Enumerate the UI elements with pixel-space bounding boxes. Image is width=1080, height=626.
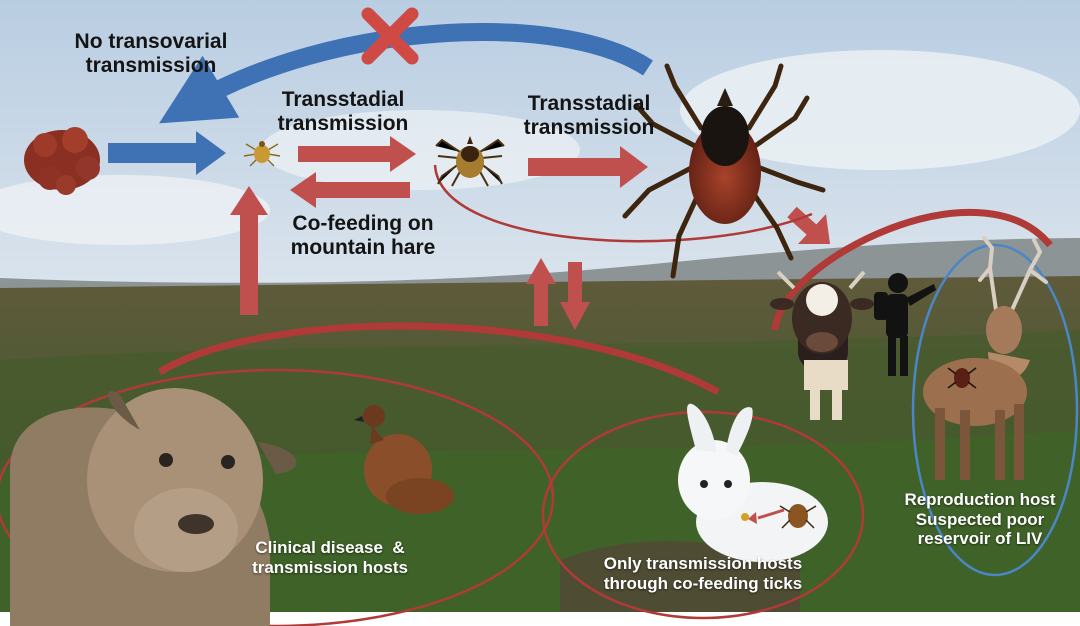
transstadial-label-2-line1: Transstadial xyxy=(508,92,670,116)
cofeeding-label: Co-feeding on mountain hare xyxy=(268,212,458,260)
clinical-hosts-label: Clinical disease & transmission hosts xyxy=(230,538,430,577)
reproduction-host-label-line2: Suspected poor xyxy=(880,510,1080,530)
reproduction-host-label-line1: Reproduction host xyxy=(880,490,1080,510)
no-transovarial-label-line1: No transovarial xyxy=(56,30,246,54)
transstadial-label-1: Transstadial transmission xyxy=(262,88,424,136)
reproduction-host-label-line3: reservoir of LIV xyxy=(880,529,1080,549)
cofeeding-hosts-label: Only transmission hosts through co-feedi… xyxy=(578,554,828,593)
transstadial-label-1-line1: Transstadial xyxy=(262,88,424,112)
cofeeding-hosts-label-line2: through co-feeding ticks xyxy=(578,574,828,594)
cofeeding-label-line1: Co-feeding on xyxy=(268,212,458,236)
no-transovarial-label: No transovarial transmission xyxy=(56,30,246,78)
transstadial-label-1-line2: transmission xyxy=(262,112,424,136)
cofeeding-hosts-label-line1: Only transmission hosts xyxy=(578,554,828,574)
cofeeding-label-line2: mountain hare xyxy=(268,236,458,260)
reproduction-host-label: Reproduction host Suspected poor reservo… xyxy=(880,490,1080,549)
transstadial-label-2: Transstadial transmission xyxy=(508,92,670,140)
clinical-hosts-label-line2: transmission hosts xyxy=(230,558,430,578)
clinical-hosts-label-line1: Clinical disease & xyxy=(230,538,430,558)
no-transovarial-label-line2: transmission xyxy=(56,54,246,78)
transstadial-label-2-line2: transmission xyxy=(508,116,670,140)
